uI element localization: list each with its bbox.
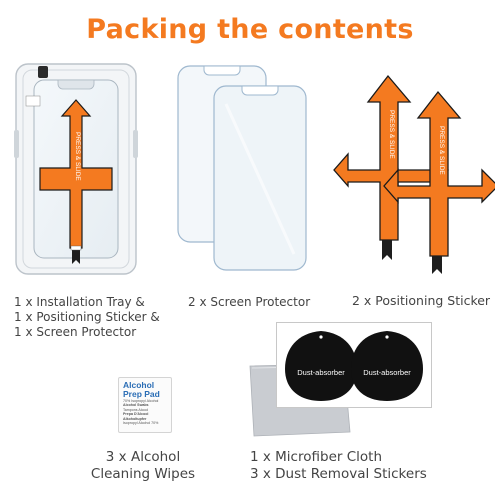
installation-tray-illustration: PRESS & SLIDE — [14, 60, 138, 278]
caption-line: 1 x Installation Tray & — [14, 295, 145, 309]
pad-title-line: Alcohol — [123, 380, 155, 390]
protector-caption: 2 x Screen Protector — [188, 295, 311, 309]
alcohol-prep-pad: Alcohol Prep Pad 70% Isopropyl Alcohol A… — [118, 377, 172, 433]
svg-text:PRESS & SLIDE: PRESS & SLIDE — [74, 132, 81, 181]
pad-line: Tampons Alcool — [123, 407, 149, 412]
pad-line: Alcohol Swabs — [123, 403, 149, 408]
svg-text:PRESS & SLIDE: PRESS & SLIDE — [438, 126, 445, 175]
caption-line: 3 x Dust Removal Stickers — [250, 466, 427, 482]
caption-line: Cleaning Wipes — [90, 466, 196, 482]
caption-line: 1 x Microfiber Cloth — [250, 449, 383, 465]
dust-sticker-sheet: Dust-absorber Dust-absorber — [276, 322, 432, 408]
pad-line: Alkoholtupfer — [123, 416, 147, 421]
pad-line: Prepa D'Alcool — [123, 412, 149, 417]
dust-sticker-label: Dust-absorber — [363, 368, 411, 377]
cloth-caption: 1 x Microfiber Cloth 3 x Dust Removal St… — [250, 449, 450, 483]
wipes-caption: 3 x Alcohol Cleaning Wipes — [78, 449, 208, 483]
dust-sticker-label: Dust-absorber — [297, 368, 345, 377]
caption-line: 1 x Positioning Sticker & — [14, 310, 160, 324]
pad-title-line: Prep Pad — [123, 389, 160, 399]
pad-line: 70% Isopropyl Alcohol — [123, 399, 159, 403]
pad-line: Isopropyl Alcohol 70% — [123, 421, 159, 426]
sticker-caption: 2 x Positioning Sticker — [352, 293, 491, 308]
caption-line: 1 x Screen Protector — [14, 325, 137, 339]
svg-text:PRESS & SLIDE: PRESS & SLIDE — [388, 110, 395, 159]
screen-protector-illustration — [174, 64, 310, 274]
positioning-sticker-illustration: PRESS & SLIDE PRESS & SLIDE — [330, 70, 499, 276]
caption-line: 3 x Alcohol — [105, 449, 181, 465]
page-title: Packing the contents — [86, 14, 414, 45]
tray-caption: 1 x Installation Tray & 1 x Positioning … — [14, 295, 184, 340]
